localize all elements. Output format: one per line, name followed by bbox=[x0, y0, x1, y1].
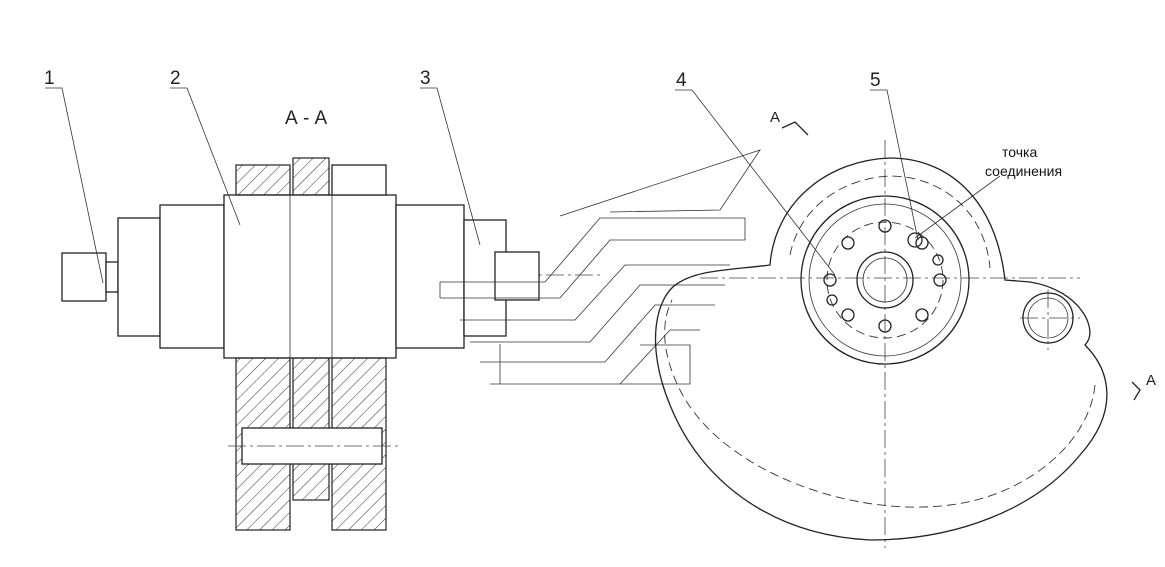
callout-1: 1 bbox=[44, 68, 55, 89]
callout-4: 4 bbox=[676, 70, 687, 91]
bolt-holes bbox=[823, 219, 947, 333]
leader-lines bbox=[45, 87, 1001, 284]
arm-contour bbox=[654, 157, 1108, 541]
annotation-line-2: соединения bbox=[985, 163, 1062, 179]
upper-plate-mid bbox=[292, 157, 330, 196]
part-1-sleeve bbox=[117, 217, 161, 337]
upper-plate-right bbox=[331, 164, 387, 196]
annotation-line-1: точка bbox=[1002, 144, 1037, 160]
callout-2: 2 bbox=[170, 68, 181, 89]
part-2-body bbox=[223, 194, 397, 359]
section-marker-right: А bbox=[1146, 372, 1156, 389]
part-1-nut bbox=[61, 252, 107, 302]
disc-outer bbox=[800, 195, 970, 365]
part-3-tip bbox=[494, 251, 540, 301]
upper-plate-left bbox=[235, 164, 291, 196]
part-2-flange bbox=[159, 204, 225, 349]
section-cut-upper bbox=[781, 121, 809, 136]
callout-3: 3 bbox=[420, 68, 431, 89]
chevron-bands bbox=[439, 149, 761, 385]
disc-hub bbox=[856, 251, 914, 309]
section-cut-lower bbox=[1131, 381, 1141, 401]
eye-bush bbox=[1022, 292, 1074, 344]
part-1-shank bbox=[105, 261, 119, 293]
part-3-sleeve bbox=[395, 204, 465, 349]
arm-view bbox=[654, 121, 1141, 548]
callout-5: 5 bbox=[870, 70, 881, 91]
section-marker-top: А bbox=[770, 109, 780, 126]
section-title: А - А bbox=[285, 108, 328, 129]
section-view bbox=[61, 157, 600, 531]
